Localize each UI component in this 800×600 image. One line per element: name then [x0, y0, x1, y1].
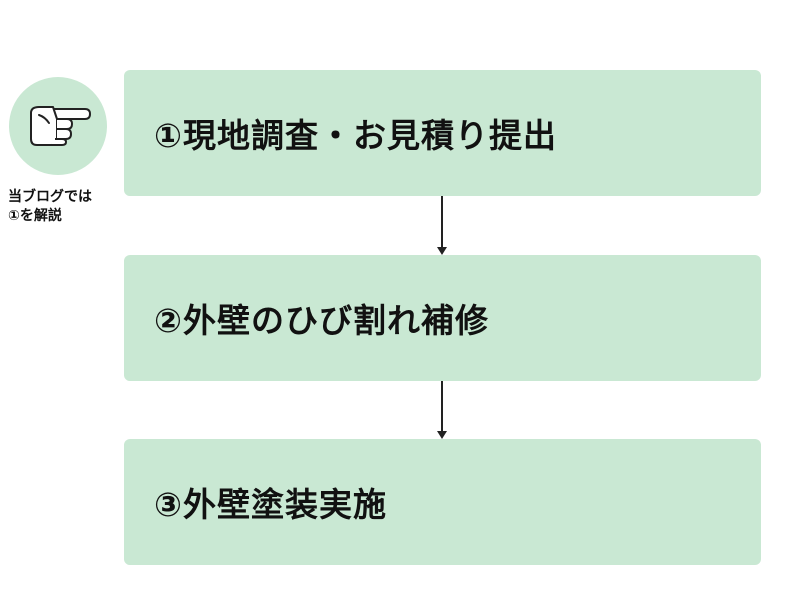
note-line-1: 当ブログでは [8, 189, 92, 205]
arrow-down-icon [437, 431, 447, 439]
flow-arrow-1 [434, 196, 450, 255]
note-line-2: ①を解説 [8, 208, 62, 224]
step-box-2: ②外壁のひび割れ補修 [124, 255, 761, 381]
pointing-hand-icon [30, 106, 91, 146]
arrow-down-icon [437, 247, 447, 255]
arrow-shaft [441, 381, 443, 432]
step-box-3: ③外壁塗装実施 [124, 439, 761, 565]
step-label-2: ②外壁のひび割れ補修 [154, 301, 489, 340]
arrow-shaft [441, 196, 443, 248]
step-box-1: ①現地調査・お見積り提出 [124, 70, 761, 196]
note-text: 当ブログでは ①を解説 [8, 188, 92, 226]
step-label-3: ③外壁塗装実施 [154, 485, 387, 524]
flow-arrow-2 [434, 381, 450, 439]
note-circle [9, 77, 107, 175]
step-label-1: ①現地調査・お見積り提出 [154, 116, 557, 155]
